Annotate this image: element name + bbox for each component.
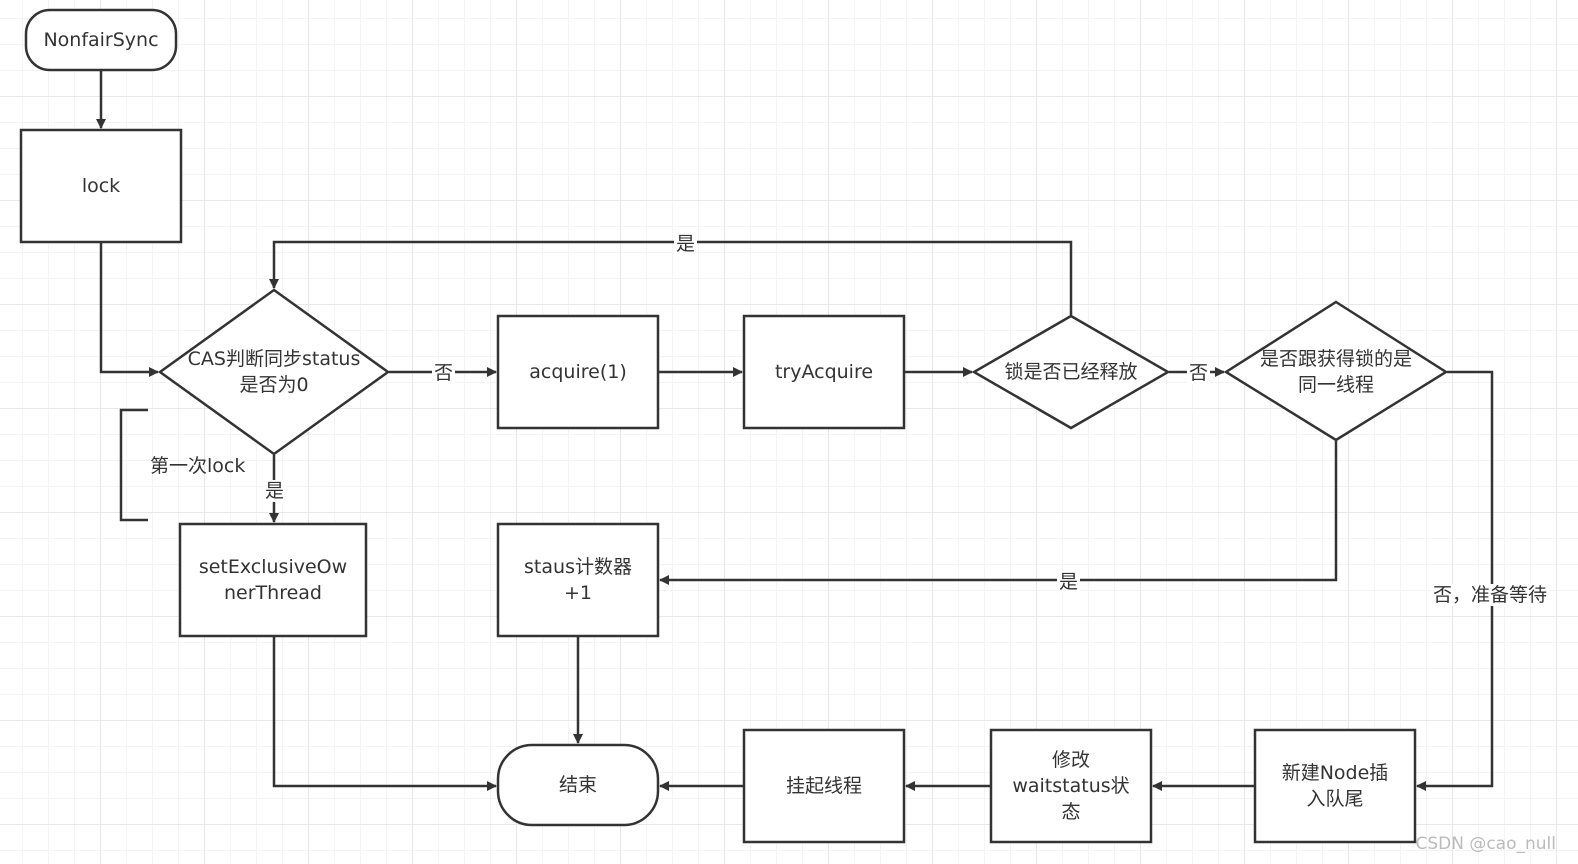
waitstatus-label: 修改 waitstatus状 态	[991, 730, 1151, 842]
lock-label: lock	[81, 175, 121, 197]
end-label: 结束	[558, 774, 597, 796]
edge-label-same-thread-yes: 是	[1057, 571, 1081, 593]
edge-label-cas-yes: 是	[263, 480, 287, 502]
same-thread-label: 是否跟获得锁的是 同一线程	[1236, 330, 1436, 414]
set-owner-label-line1: setExclusiveOw	[198, 556, 348, 578]
start-label: NonfairSync	[43, 29, 159, 51]
cas-decision-label-line1: CAS判断同步status	[187, 348, 361, 370]
counter-label-line2: +1	[563, 582, 592, 604]
new-node-label: 新建Node插 入队尾	[1255, 730, 1415, 842]
counter-label: staus计数器 +1	[498, 524, 658, 636]
cas-decision-label: CAS判断同步status 是否为0	[170, 330, 378, 414]
cas-decision-label-line2: 是否为0	[239, 374, 309, 396]
waitstatus-process-shape	[989, 728, 1153, 844]
suspend-process-shape	[742, 728, 906, 844]
edge-label-released-no: 否	[1187, 362, 1211, 384]
first-lock-bracket	[119, 408, 148, 522]
edge-set-owner-to-end	[272, 637, 497, 791]
edge-lock-to-cas	[99, 242, 159, 377]
lock-process-shape	[19, 128, 183, 244]
edge-same-thread-yes-to-counter	[659, 441, 1338, 585]
set-owner-process-shape	[178, 522, 368, 638]
set-owner-label: setExclusiveOw nerThread	[180, 524, 366, 636]
edge-same-thread-no-to-new-node	[1416, 370, 1494, 791]
watermark: CSDN @cao_null	[1415, 834, 1556, 854]
edge-label-same-thread-no: 否，准备等待	[1431, 584, 1550, 606]
waitstatus-label-line3: 态	[1061, 801, 1081, 823]
new-node-label-line1: 新建Node插	[1281, 762, 1389, 784]
acquire-process-shape	[496, 314, 660, 430]
try-acquire-process-shape	[742, 314, 906, 430]
edge-label-released-yes: 是	[674, 233, 698, 255]
lock-released-label: 锁是否已经释放	[1004, 361, 1138, 383]
waitstatus-label-line1: 修改	[1051, 749, 1090, 771]
same-thread-label-line2: 同一线程	[1297, 374, 1374, 396]
counter-label-line1: staus计数器	[524, 556, 632, 578]
try-acquire-label: tryAcquire	[774, 361, 874, 383]
new-node-label-line2: 入队尾	[1306, 788, 1364, 810]
new-node-process-shape	[1253, 728, 1417, 844]
same-thread-label-line1: 是否跟获得锁的是	[1259, 348, 1412, 370]
set-owner-label-line2: nerThread	[224, 582, 322, 604]
suspend-label: 挂起线程	[785, 775, 862, 797]
edge-label-cas-no: 否	[432, 362, 456, 384]
cas-decision-shape	[157, 288, 391, 456]
end-terminal-shape	[496, 743, 660, 827]
first-lock-annotation: 第一次lock	[150, 455, 246, 477]
waitstatus-label-line2: waitstatus状	[1012, 775, 1130, 797]
counter-process-shape	[496, 522, 660, 638]
lock-released-decision-shape	[971, 314, 1171, 430]
edge-released-yes-to-cas	[269, 240, 1073, 315]
acquire-label: acquire(1)	[529, 361, 627, 383]
start-terminal-shape	[24, 8, 178, 72]
same-thread-decision-shape	[1223, 300, 1449, 442]
